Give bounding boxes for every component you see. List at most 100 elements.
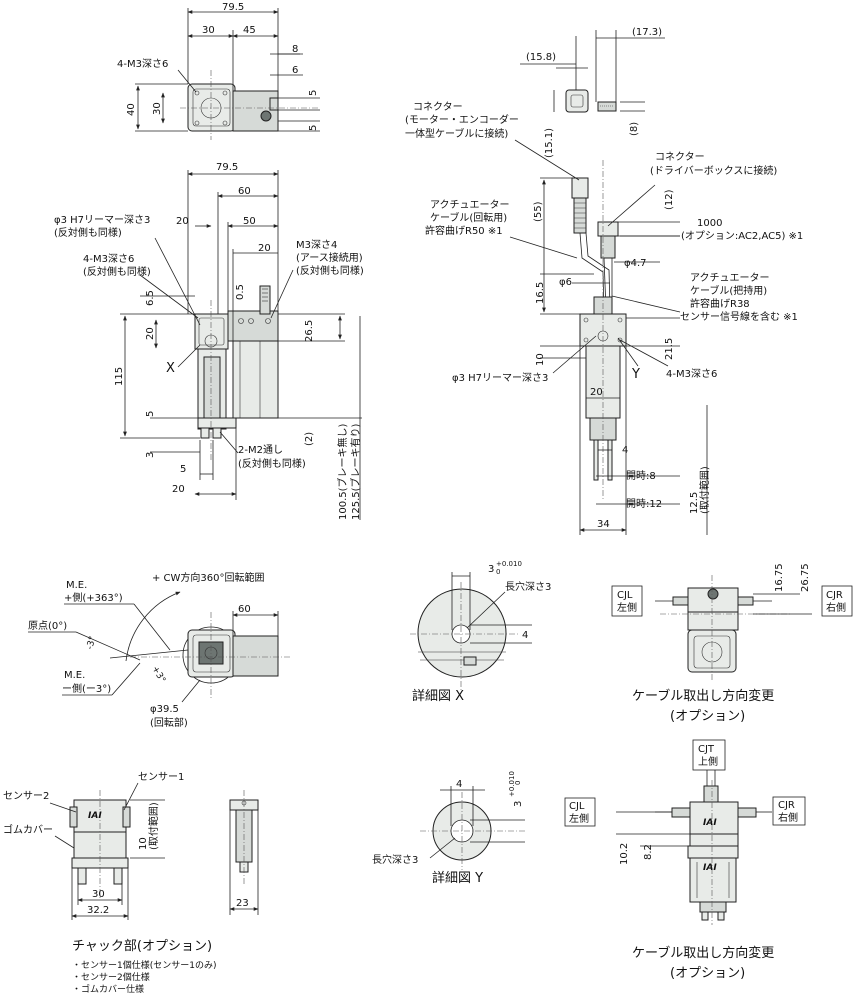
- front-dim-2: (2): [304, 432, 315, 446]
- side-dim-151: (15.1): [544, 128, 555, 158]
- front-note-reamer-1: φ3 H7リーマー深さ3: [54, 214, 150, 226]
- rot-dim-60: 60: [238, 604, 251, 615]
- chuck-item-3: ・ゴムカバー仕様: [72, 983, 144, 994]
- front-note-tap-2: (反対側も同様): [83, 265, 151, 278]
- cd1-title-1: ケーブル取出し方向変更: [632, 688, 774, 704]
- cd2-cjr-2: 右側: [778, 811, 798, 824]
- cd2-dim-b: 8.2: [643, 844, 654, 860]
- dy-dim-3: 3: [513, 801, 524, 807]
- conn-driver-2: (ドライバーボックスに接続): [650, 164, 777, 177]
- side-dim-6: φ6: [559, 277, 572, 288]
- chuck-sensor2: センサー2: [3, 790, 49, 802]
- dy-tol-plus: +0.010: [508, 771, 516, 797]
- dx-dim-4: 4: [522, 630, 528, 641]
- rot-origin: 原点(0°): [28, 620, 67, 632]
- side-note-reamer: φ3 H7リーマー深さ3: [452, 372, 548, 384]
- side-dim-55: (55): [533, 201, 544, 222]
- chuck-item-2: ・センサー2個仕様: [72, 971, 150, 983]
- chuck-title: チャック部(オプション): [72, 939, 212, 954]
- cd1-dim-a: 16.75: [774, 563, 785, 592]
- cable-rot-2: ケーブル(回転用): [430, 211, 507, 224]
- top-dim-30: 30: [202, 25, 215, 36]
- chuck-dim-322: 32.2: [87, 905, 109, 916]
- top-dim-45: 45: [243, 25, 256, 36]
- logo-cd2a: IAI: [703, 818, 717, 828]
- front-dim-05: 0.5: [235, 284, 246, 300]
- cd1-cjr-1: CJR: [826, 590, 843, 601]
- front-view: 79.5 60 20 50 20 0.5 6.5 20 26.5 115 5 3…: [54, 162, 364, 520]
- cable-grip-1: アクチュエーター: [690, 272, 770, 284]
- front-dim-5a: 5: [145, 411, 156, 417]
- dx-tol-plus: +0.010: [496, 560, 522, 568]
- front-dim-115: 115: [114, 367, 125, 386]
- side-label-y: Y: [631, 367, 640, 382]
- front-dim-65: 6.5: [145, 290, 156, 306]
- front-dim-795: 79.5: [216, 162, 238, 173]
- chuck-dim-30: 30: [92, 889, 105, 900]
- side-note-tap: 4-M3深さ6: [666, 368, 717, 380]
- front-dim-5b: 5: [180, 464, 186, 475]
- logo-chuck: IAI: [88, 811, 102, 821]
- conn-driver-1: コネクター: [655, 151, 705, 163]
- conn-motor-3: 一体型ケーブルに接続): [405, 127, 508, 140]
- front-brake-1: 100.5(ブレーキ無し): [336, 423, 349, 520]
- cable-rot-1: アクチュエーター: [430, 199, 510, 211]
- dx-tol-zero: 0: [496, 568, 500, 576]
- side-dim-173: (17.3): [632, 27, 662, 38]
- dx-title: 詳細図 X: [412, 688, 464, 704]
- front-dim-265: 26.5: [304, 320, 315, 342]
- chuck-range-1: 10: [138, 837, 149, 850]
- front-dim-20d: 20: [172, 484, 185, 495]
- rot-me-minus-1: M.E.: [64, 670, 85, 681]
- chuck-sensor1: センサー1: [138, 771, 184, 783]
- cable-rot-3: 許容曲げR50 ※1: [425, 224, 503, 237]
- side-dim-20: 20: [590, 387, 603, 398]
- cd1-dim-b: 26.75: [800, 563, 811, 592]
- side-view: (17.3) (15.8) (15.1) (8) (55) (12) φ4.7 …: [405, 27, 803, 535]
- cd1-cjr-2: 右側: [826, 601, 846, 614]
- cd2-cjt-2: 上側: [698, 755, 718, 768]
- side-dim-165: 16.5: [535, 282, 546, 304]
- rot-cw: + CW方向360°回転範囲: [152, 571, 265, 584]
- rot-minus3: -3°: [85, 635, 98, 651]
- front-brake-2: 125.5(ブレーキ有り): [349, 423, 362, 520]
- front-dim-60: 60: [238, 186, 251, 197]
- cable-grip-2: ケーブル(把持用): [690, 284, 767, 297]
- top-dim-6: 6: [292, 65, 298, 76]
- chuck-dim-23: 23: [236, 898, 249, 909]
- rot-plus3: +3°: [149, 665, 167, 685]
- dy-slot: 長穴深さ3: [372, 853, 418, 866]
- side-dim-10: 10: [535, 353, 546, 366]
- iai-logo: IAI IAI IAI: [88, 811, 717, 873]
- side-dim-158: (15.8): [526, 52, 556, 63]
- side-range-1: 12.5: [689, 492, 700, 514]
- cd1-title-2: (オプション): [670, 709, 745, 724]
- front-dim-20c: 20: [145, 327, 156, 340]
- side-open-8: 開時:8: [626, 470, 656, 482]
- cd2-cjt-1: CJT: [698, 744, 715, 755]
- chuck-rubber: ゴムカバー: [3, 823, 53, 836]
- logo-cd2b: IAI: [703, 863, 717, 873]
- cd2-cjl-2: 左側: [569, 812, 589, 825]
- top-dim-40: 40: [126, 103, 137, 116]
- front-note-ground-2: (アース接続用): [296, 251, 363, 264]
- cable-len-1: 1000: [697, 218, 722, 229]
- side-dim-215: 21.5: [664, 338, 675, 360]
- dy-title: 詳細図 Y: [432, 870, 483, 886]
- cable-len-2: (オプション:AC2,AC5) ※1: [681, 230, 803, 242]
- rot-me-plus-2: +側(+363°): [64, 591, 123, 604]
- cd2-dim-a: 10.2: [619, 843, 630, 865]
- cd2-cjl-1: CJL: [569, 801, 585, 812]
- top-dim-8: 8: [292, 44, 298, 55]
- front-note-tap-1: 4-M3深さ6: [83, 253, 134, 265]
- front-note-m2-2: (反対側も同様): [238, 457, 306, 470]
- front-note-ground-1: M3深さ4: [296, 239, 337, 251]
- front-dim-50: 50: [243, 216, 256, 227]
- top-note-tap: 4-M3深さ6: [117, 58, 168, 70]
- rot-me-plus-1: M.E.: [66, 580, 87, 591]
- dy-dim-4: 4: [456, 779, 462, 790]
- side-dim-34: 34: [597, 519, 610, 530]
- side-dim-12: (12): [664, 189, 675, 210]
